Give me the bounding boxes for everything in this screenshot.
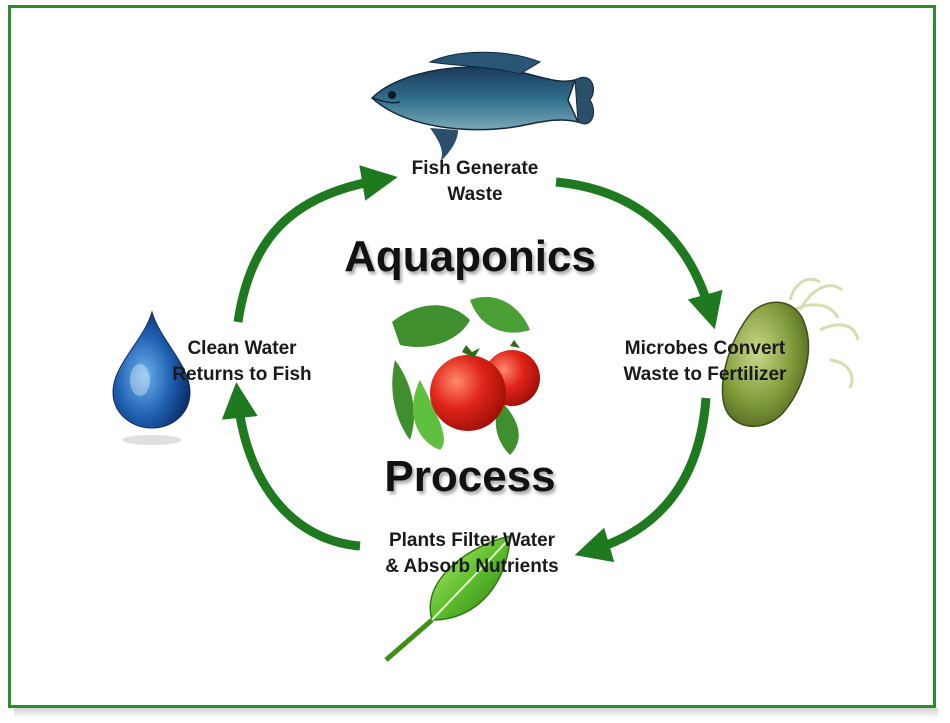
- arrow-fish-to-microbes: [555, 177, 723, 330]
- title-process: Process: [384, 452, 556, 501]
- frame-shadow: [14, 708, 938, 718]
- microbe-icon: [721, 277, 860, 428]
- step-plants-label: Plants Filter Water & Absorb Nutrients: [352, 528, 592, 580]
- step-microbes-line1: Microbes Convert: [624, 338, 786, 359]
- title-aquaponics: Aquaponics: [344, 232, 596, 281]
- step-plants-line1: Plants Filter Water: [388, 530, 556, 551]
- step-fish-label: Fish Generate Waste: [370, 156, 580, 208]
- arrow-water-to-fish: [233, 165, 398, 323]
- water-drop-icon: [112, 310, 191, 445]
- arrow-plants-to-water: [221, 382, 361, 551]
- step-water-label: Clean Water Returns to Fish: [142, 336, 342, 388]
- step-microbes-line2: Waste to Fertilizer: [623, 364, 787, 385]
- step-fish-line1: Fish Generate: [411, 158, 539, 179]
- fish-icon: [370, 51, 594, 162]
- step-plants-line2: & Absorb Nutrients: [385, 556, 559, 577]
- tomato-icon: [392, 296, 540, 455]
- arrow-microbes-to-plants: [574, 397, 711, 563]
- step-water-line1: Clean Water: [187, 338, 297, 359]
- step-water-line2: Returns to Fish: [172, 364, 312, 385]
- step-fish-line2: Waste: [447, 184, 503, 205]
- step-microbes-label: Microbes Convert Waste to Fertilizer: [590, 336, 820, 388]
- leaf-icon: [384, 535, 511, 662]
